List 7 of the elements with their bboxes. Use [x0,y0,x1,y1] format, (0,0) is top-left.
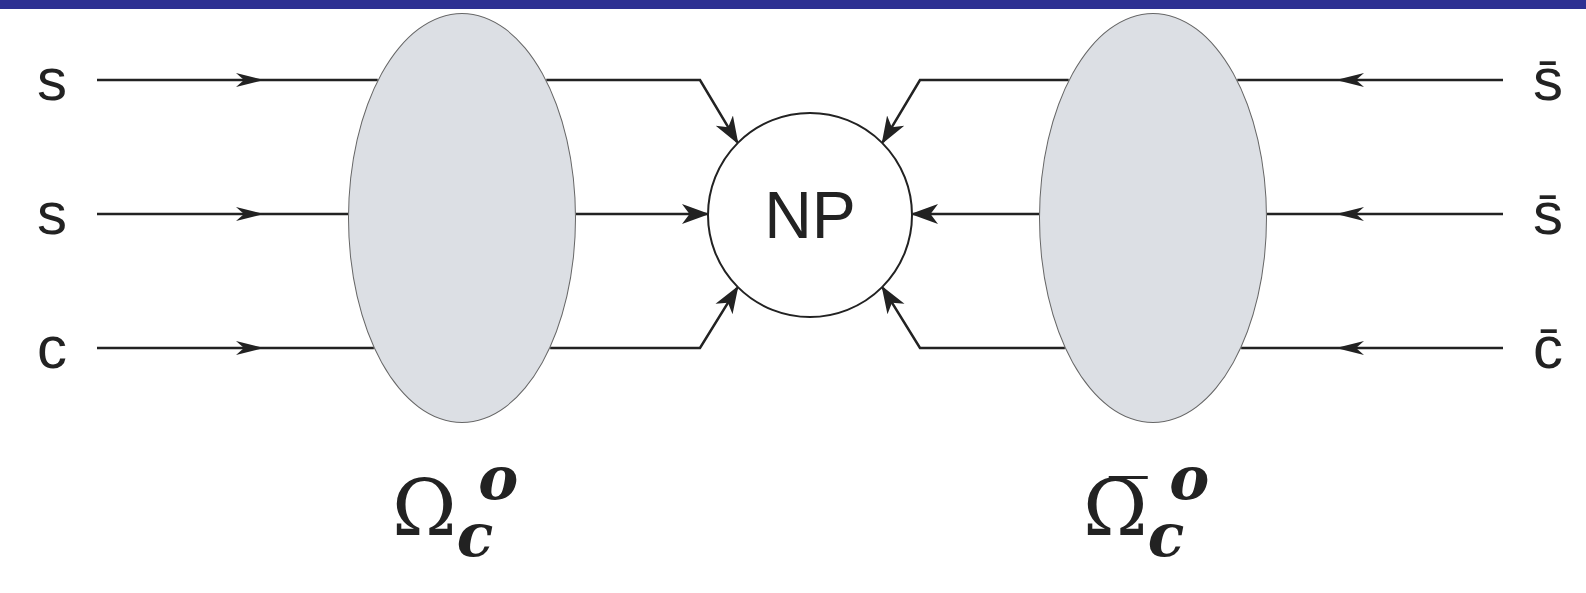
vertex-label: NP [764,177,856,253]
quark-label: s̄ [1513,42,1583,118]
quark-label: s [17,42,87,118]
quark-label: c [17,310,87,386]
quark-label: s̄ [1513,176,1583,252]
quark-label: c̄ [1513,310,1583,386]
quark-label: s [17,176,87,252]
